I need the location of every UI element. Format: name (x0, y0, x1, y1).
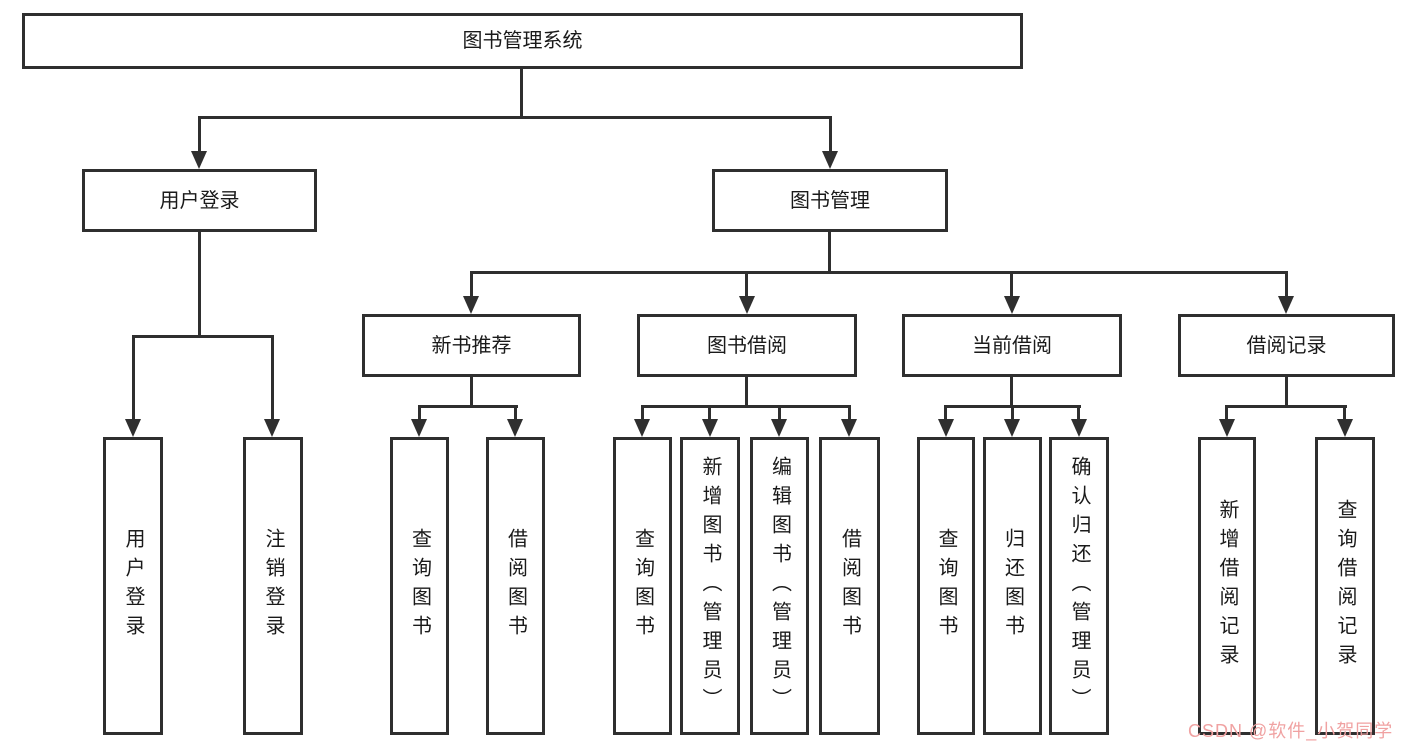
arrowhead-icon (1004, 419, 1020, 437)
arrowhead-icon (938, 419, 954, 437)
leaf-confirm-return-admin: 确认归还（管理员） (1049, 437, 1109, 735)
leaf-query-borrow-record: 查询借阅记录 (1315, 437, 1375, 735)
leaf-borrow-books: 借阅图书 (819, 437, 880, 735)
connector-line (271, 335, 274, 423)
arrowhead-icon (739, 296, 755, 314)
leaf-query-books-current: 查询图书 (917, 437, 975, 735)
connector-line (641, 405, 644, 423)
connector-line (132, 335, 274, 338)
leaf-return-books: 归还图书 (983, 437, 1042, 735)
arrowhead-icon (841, 419, 857, 437)
arrowhead-icon (1004, 296, 1020, 314)
connector-line (848, 405, 851, 423)
connector-line (1010, 377, 1013, 407)
arrowhead-icon (191, 151, 207, 169)
arrowhead-icon (507, 419, 523, 437)
arrowhead-icon (264, 419, 280, 437)
connector-line (1011, 405, 1014, 423)
arrowhead-icon (463, 296, 479, 314)
connector-line (708, 405, 711, 423)
connector-line (828, 232, 831, 274)
node-borrow-records: 借阅记录 (1178, 314, 1395, 377)
node-book-management: 图书管理 (712, 169, 948, 232)
node-user-login: 用户登录 (82, 169, 317, 232)
connector-line (198, 116, 832, 119)
node-book-borrow: 图书借阅 (637, 314, 857, 377)
connector-line (198, 232, 201, 338)
leaf-logout: 注销登录 (243, 437, 303, 735)
arrowhead-icon (1337, 419, 1353, 437)
connector-line (520, 69, 523, 119)
connector-line (778, 405, 781, 423)
connector-line (132, 335, 135, 423)
arrowhead-icon (702, 419, 718, 437)
connector-line (470, 271, 1288, 274)
connector-line (745, 271, 748, 300)
connector-line (1010, 271, 1013, 300)
connector-line (470, 271, 473, 300)
leaf-query-books-recommend: 查询图书 (390, 437, 449, 735)
arrowhead-icon (1219, 419, 1235, 437)
connector-line (1225, 405, 1228, 423)
leaf-borrow-books-recommend: 借阅图书 (486, 437, 545, 735)
connector-line (1225, 405, 1347, 408)
connector-line (1077, 405, 1080, 423)
connector-line (1285, 271, 1288, 300)
leaf-edit-books-admin: 编辑图书（管理员） (750, 437, 809, 735)
node-library-system: 图书管理系统 (22, 13, 1023, 69)
connector-line (198, 116, 201, 154)
arrowhead-icon (822, 151, 838, 169)
leaf-user-login: 用户登录 (103, 437, 163, 735)
connector-line (944, 405, 947, 423)
connector-line (641, 405, 851, 408)
connector-line (1343, 405, 1346, 423)
arrowhead-icon (1071, 419, 1087, 437)
connector-line (470, 377, 473, 407)
watermark: CSDN @软件_小贺同学 (1188, 721, 1394, 741)
connector-line (418, 405, 421, 423)
connector-line (418, 405, 518, 408)
connector-line (745, 377, 748, 407)
arrowhead-icon (771, 419, 787, 437)
arrowhead-icon (411, 419, 427, 437)
connector-line (829, 116, 832, 154)
connector-line (514, 405, 517, 423)
leaf-query-books-borrow: 查询图书 (613, 437, 672, 735)
node-new-book-recommend: 新书推荐 (362, 314, 581, 377)
arrowhead-icon (634, 419, 650, 437)
arrowhead-icon (125, 419, 141, 437)
leaf-add-books-admin: 新增图书（管理员） (680, 437, 740, 735)
leaf-add-borrow-record: 新增借阅记录 (1198, 437, 1256, 735)
connector-line (1285, 377, 1288, 407)
node-current-borrow: 当前借阅 (902, 314, 1122, 377)
arrowhead-icon (1278, 296, 1294, 314)
